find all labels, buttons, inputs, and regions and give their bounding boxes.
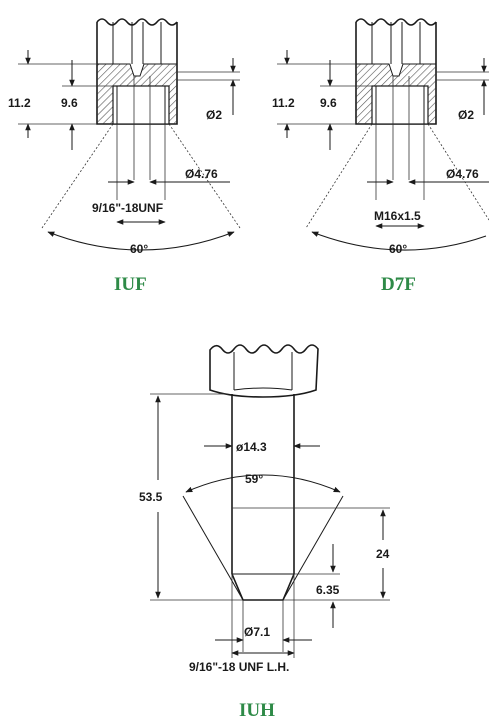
iuh-thread-label: 9/16"-18 UNF L.H. bbox=[189, 660, 289, 674]
iuf-drawing: Ø2 11.2 9.6 Ø4.76 9/16"-18UNF 60° IUF bbox=[8, 18, 241, 295]
iuh-cone-height-label: 24 bbox=[376, 547, 390, 561]
iuf-height-9-label: 9.6 bbox=[61, 96, 78, 110]
d7f-height-9-label: 9.6 bbox=[320, 96, 337, 110]
iuh-caption: IUH bbox=[239, 700, 275, 721]
iuh-angle-label: 59° bbox=[245, 472, 263, 486]
d7f-bore-label: Ø2 bbox=[458, 108, 474, 122]
iuh-tip-diameter-label: Ø7.1 bbox=[244, 625, 270, 639]
d7f-diameter-label: Ø4.76 bbox=[446, 167, 479, 181]
iuf-bore-label: Ø2 bbox=[206, 108, 222, 122]
iuh-head bbox=[209, 344, 319, 398]
iuf-thread-label: 9/16"-18UNF bbox=[92, 201, 163, 215]
iuh-length-label: 53.5 bbox=[139, 490, 163, 504]
iuh-drawing: 53.5 ø14.3 59° 24 6.35 Ø7.1 9/16"-18 UNF… bbox=[139, 344, 390, 721]
d7f-caption: D7F bbox=[381, 274, 416, 295]
iuf-diameter-label: Ø4.76 bbox=[185, 167, 218, 181]
iuh-shank-diameter-label: ø14.3 bbox=[236, 440, 267, 454]
iuh-shank bbox=[231, 394, 295, 601]
d7f-drawing: Ø2 11.2 9.6 Ø4.76 M16x1.5 60° D7F bbox=[272, 18, 489, 295]
d7f-angle-label: 60° bbox=[389, 242, 407, 256]
d7f-height-11-label: 11.2 bbox=[272, 96, 295, 110]
d7f-thread-label: M16x1.5 bbox=[374, 209, 421, 223]
d7f-break-line bbox=[355, 18, 437, 26]
iuf-angle-label: 60° bbox=[130, 242, 148, 256]
iuh-tip-height-label: 6.35 bbox=[316, 583, 340, 597]
iuf-height-11-label: 11.2 bbox=[8, 96, 31, 110]
iuf-break-line bbox=[96, 18, 178, 26]
iuf-caption: IUF bbox=[114, 274, 147, 295]
